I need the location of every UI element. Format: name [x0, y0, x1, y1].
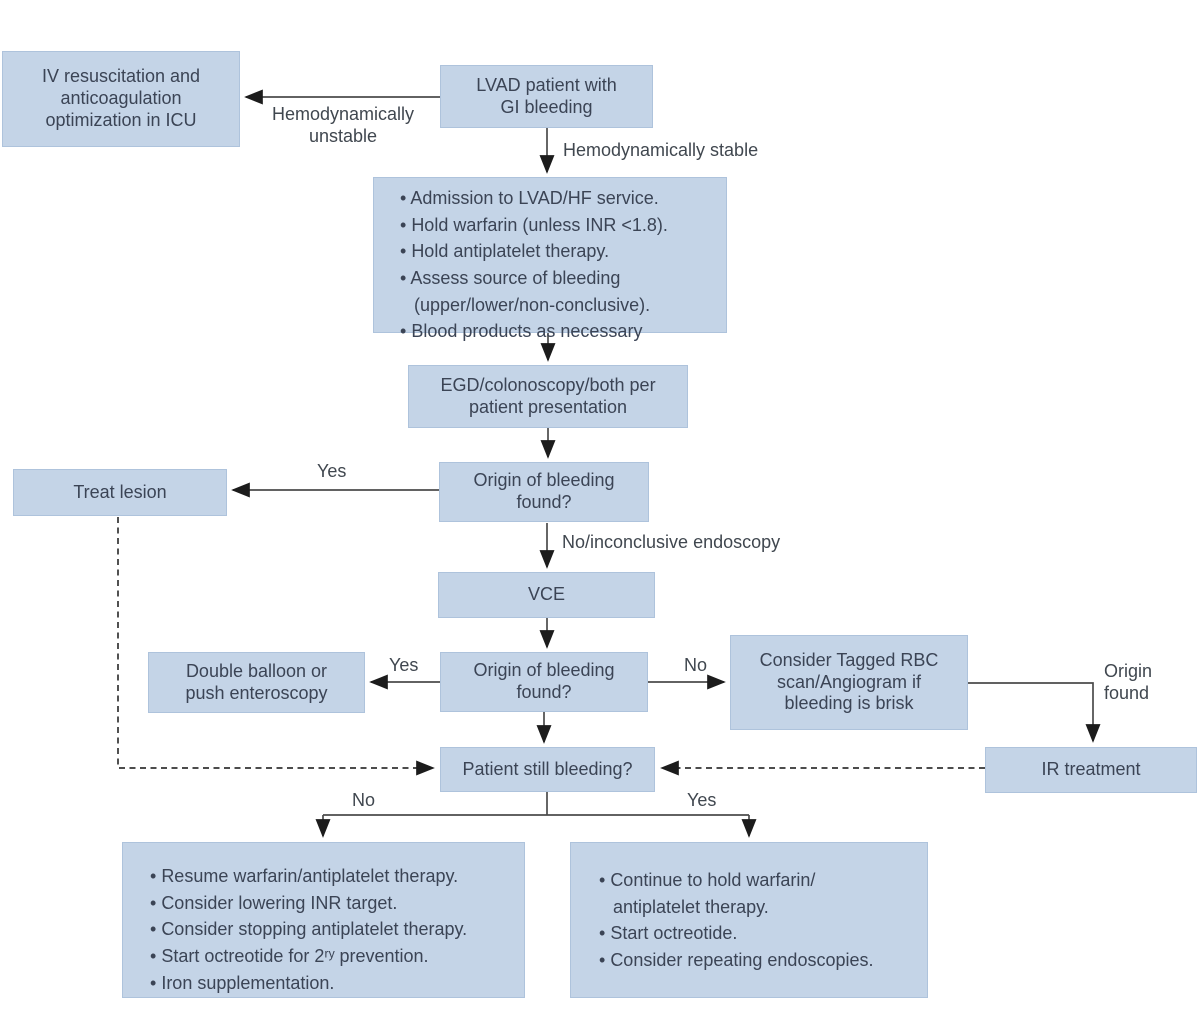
edge-label-yes-origin2: Yes	[389, 655, 419, 675]
node-ir-treatment: IR treatment	[985, 747, 1197, 793]
list-item: Consider repeating endoscopies.	[599, 947, 917, 974]
node-continue-hold: Continue to hold warfarin/ antiplatelet …	[570, 842, 928, 998]
list-item: Start octreotide for 2ʳʸ prevention.	[150, 943, 514, 970]
list-item: Resume warfarin/antiplatelet therapy.	[150, 863, 514, 890]
node-iv-resuscitation: IV resuscitation and anticoagulation opt…	[2, 51, 240, 147]
edge-label-hemodynamically-stable: Hemodynamically stable	[563, 140, 759, 160]
list-item: Start octreotide.	[599, 920, 917, 947]
dashed-treat-to-patient	[117, 517, 435, 776]
list-item: Admission to LVAD/HF service.	[400, 185, 718, 212]
list-item: Hold warfarin (unless INR <1.8).	[400, 212, 718, 239]
edge-label-no-origin2: No	[684, 655, 708, 675]
node-vce: VCE	[438, 572, 655, 618]
node-origin-found-2: Origin of bleeding found?	[440, 652, 648, 712]
edge-label-origin-found: Origin found	[1104, 661, 1153, 703]
node-origin-found-1: Origin of bleeding found?	[439, 462, 649, 522]
node-resume-therapy: Resume warfarin/antiplatelet therapy. Co…	[122, 842, 525, 998]
admission-list: Admission to LVAD/HF service. Hold warfa…	[400, 185, 718, 345]
list-item: Continue to hold warfarin/ antiplatelet …	[599, 867, 917, 920]
node-egd-colonoscopy: EGD/colonoscopy/both per patient present…	[408, 365, 688, 428]
continue-list: Continue to hold warfarin/ antiplatelet …	[599, 867, 917, 974]
arrow-rbc-to-ir	[968, 682, 1101, 743]
node-patient-still-bleeding: Patient still bleeding?	[440, 747, 655, 792]
edge-label-no-patient: No	[352, 790, 376, 810]
edge-label-yes-origin1: Yes	[317, 461, 347, 481]
node-lvad-patient: LVAD patient with GI bleeding	[440, 65, 653, 128]
list-item: Blood products as necessary	[400, 318, 718, 345]
edge-label-no-inconclusive: No/inconclusive endoscopy	[562, 532, 781, 552]
list-item: Iron supplementation.	[150, 970, 514, 997]
list-item: Consider lowering INR target.	[150, 890, 514, 917]
node-admission-steps: Admission to LVAD/HF service. Hold warfa…	[373, 177, 727, 341]
node-treat-lesion: Treat lesion	[13, 469, 227, 516]
edge-label-yes-patient: Yes	[687, 790, 717, 810]
edge-label-hemodynamically-unstable: Hemodynamically unstable	[271, 104, 415, 146]
list-item: Assess source of bleeding (upper/lower/n…	[400, 265, 718, 318]
resume-list: Resume warfarin/antiplatelet therapy. Co…	[150, 863, 514, 996]
node-double-balloon: Double balloon or push enteroscopy	[148, 652, 365, 713]
list-item: Consider stopping antiplatelet therapy.	[150, 916, 514, 943]
node-tagged-rbc: Consider Tagged RBC scan/Angiogram if bl…	[730, 635, 968, 730]
list-item: Hold antiplatelet therapy.	[400, 238, 718, 265]
